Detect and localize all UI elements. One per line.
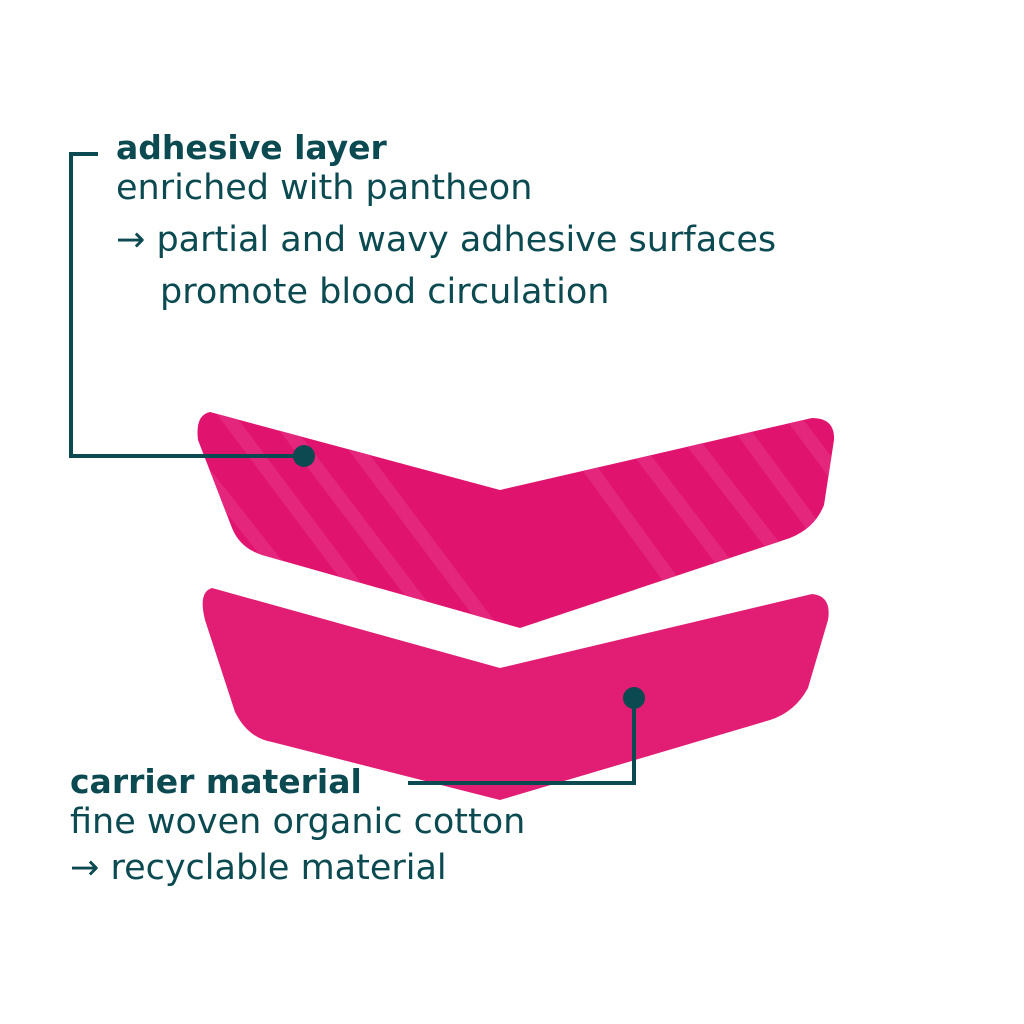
adhesive-leader-dot [293, 445, 315, 467]
carrier-leader-dot [623, 687, 645, 709]
adhesive-layer-title: adhesive layer [116, 128, 387, 167]
adhesive-layer-label: adhesive layer enriched with pantheon → … [116, 131, 776, 327]
carrier-material-strip [202, 588, 829, 800]
adhesive-layer-line2: → partial and wavy adhesive surfaces [116, 220, 777, 260]
adhesive-layer-line1: enriched with pantheon [116, 168, 533, 208]
carrier-leader-line [408, 698, 636, 785]
carrier-material-label: carrier material fine woven organic cott… [70, 765, 525, 897]
carrier-material-line1: fine woven organic cotton [70, 802, 526, 842]
carrier-material-line2: → recyclable material [70, 848, 447, 888]
carrier-material-title: carrier material [70, 762, 362, 801]
adhesive-layer-line3: promote blood circulation [160, 272, 610, 312]
adhesive-leader-line [69, 152, 304, 458]
